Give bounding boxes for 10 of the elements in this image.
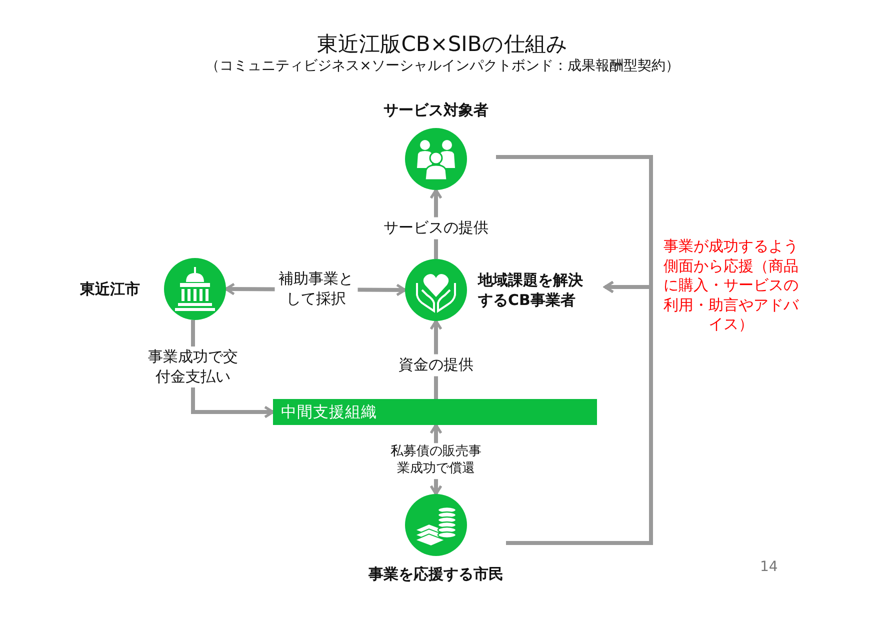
citizens-heading: 事業を応援する市民: [368, 564, 504, 584]
support-note: 事業が成功するよう側面から応援（商品に購入・サービスの利用・助言やアドバイス）: [662, 237, 800, 334]
subtitle: （コミュニティビジネス×ソーシャルインパクトボンド：成果報酬型契約）: [204, 57, 680, 75]
organization-box: 中間支援組織: [273, 399, 597, 425]
page-number: 14: [760, 558, 778, 576]
target-heading: サービス対象者: [382, 100, 490, 120]
arrow: [506, 280, 653, 545]
operator-heading: 地域課題を解決するCB事業者: [478, 270, 584, 310]
city-heading: 東近江市: [80, 278, 140, 300]
title: 東近江版CB×SIBの仕組み: [316, 31, 569, 58]
